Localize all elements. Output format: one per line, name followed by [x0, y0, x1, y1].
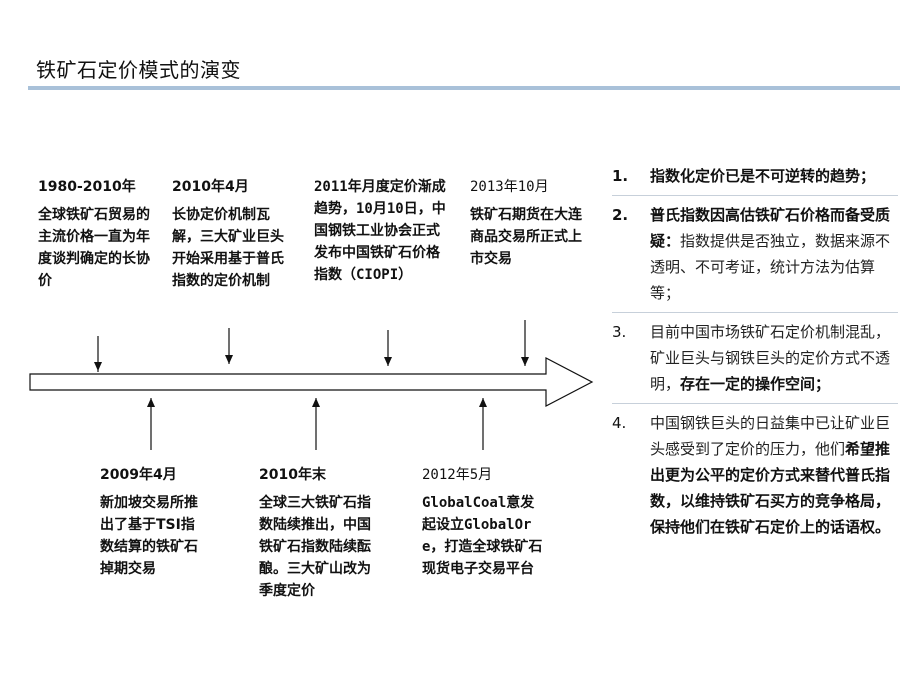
- point-text-bold: 希望推出更为公平的定价方式来替代普氏指数，以维持铁矿石买方的竞争格局，保持他们在…: [650, 440, 891, 536]
- page-title: 铁矿石定价模式的演变: [36, 58, 241, 82]
- event-desc: GlobalCoal意发起设立GlobalOre，打造全球铁矿石现货电子交易平台: [422, 495, 543, 577]
- point-number: 4.: [612, 414, 627, 432]
- event-2009-apr: 2009年4月 新加坡交易所推出了基于TSI指数结算的铁矿石掉期交易: [100, 464, 198, 580]
- key-point: 4. 中国钢铁巨头的日益集中已让矿业巨头感受到了定价的压力，他们希望推出更为公平…: [612, 403, 898, 546]
- point-text: 中国钢铁巨头的日益集中已让矿业巨头感受到了定价的压力，他们希望推出更为公平的定价…: [650, 410, 898, 540]
- title-divider: [28, 86, 900, 90]
- event-desc: 铁矿石期货在大连商品交易所正式上市交易: [470, 207, 582, 267]
- event-date: 2010年末: [259, 467, 326, 483]
- event-2010-apr: 2010年4月 长协定价机制瓦解，三大矿业巨头开始采用基于普氏指数的定价机制: [172, 176, 296, 292]
- key-points: 1. 指数化定价已是不可逆转的趋势； 2. 普氏指数因高估铁矿石价格而备受质疑：…: [612, 160, 898, 546]
- point-number: 1.: [612, 167, 629, 185]
- event-2013-oct: 2013年10月 铁矿石期货在大连商品交易所正式上市交易: [470, 176, 594, 270]
- event-date: 2013年10月: [470, 179, 549, 195]
- event-2012-may: 2012年5月 GlobalCoal意发起设立GlobalOre，打造全球铁矿石…: [422, 464, 548, 580]
- event-2010-end: 2010年末 全球三大铁矿石指数陆续推出，中国铁矿石指数陆续酝酿。三大矿山改为季…: [259, 464, 375, 602]
- event-2011: 2011年月度定价渐成趋势，10月10日，中国钢铁工业协会正式发布中国铁矿石价格…: [314, 176, 446, 286]
- key-point: 3. 目前中国市场铁矿石定价机制混乱，矿业巨头与钢铁巨头的定价方式不透明，存在一…: [612, 312, 898, 403]
- event-desc: 长协定价机制瓦解，三大矿业巨头开始采用基于普氏指数的定价机制: [172, 207, 284, 289]
- point-text-regular: 中国钢铁巨头的日益集中已让矿业巨头感受到了定价的压力，他们: [650, 414, 891, 458]
- event-desc: 全球铁矿石贸易的主流价格一直为年度谈判确定的长协价: [38, 207, 150, 289]
- event-date: 2010年4月: [172, 179, 249, 195]
- timeline-arrow: [29, 357, 594, 407]
- event-date: 2009年4月: [100, 467, 177, 483]
- event-date: 1980-2010年: [38, 179, 136, 195]
- point-text-bold: 普氏指数因高估铁矿石价格而备受质疑：: [650, 206, 891, 250]
- point-text-regular: 指数提供是否独立，数据来源不透明、不可考证，统计方法为估算等；: [650, 232, 891, 302]
- event-date: 2012年5月: [422, 467, 493, 483]
- key-point: 1. 指数化定价已是不可逆转的趋势；: [612, 160, 898, 195]
- event-desc: 全球三大铁矿石指数陆续推出，中国铁矿石指数陆续酝酿。三大矿山改为季度定价: [259, 495, 371, 599]
- point-text: 指数化定价已是不可逆转的趋势；: [650, 163, 898, 189]
- key-point: 2. 普氏指数因高估铁矿石价格而备受质疑：指数提供是否独立，数据来源不透明、不可…: [612, 195, 898, 312]
- point-number: 2.: [612, 206, 629, 224]
- point-number: 3.: [612, 323, 627, 341]
- point-text-bold: 指数化定价已是不可逆转的趋势；: [650, 167, 876, 185]
- event-1980-2010: 1980-2010年 全球铁矿石贸易的主流价格一直为年度谈判确定的长协价: [38, 176, 162, 292]
- event-desc: 新加坡交易所推出了基于TSI指数结算的铁矿石掉期交易: [100, 495, 198, 577]
- point-text-bold: 存在一定的操作空间；: [680, 375, 831, 393]
- point-text: 目前中国市场铁矿石定价机制混乱，矿业巨头与钢铁巨头的定价方式不透明，存在一定的操…: [650, 319, 898, 397]
- point-text-regular: 目前中国市场铁矿石定价机制混乱，矿业巨头与钢铁巨头的定价方式不透明，: [650, 323, 891, 393]
- point-text: 普氏指数因高估铁矿石价格而备受质疑：指数提供是否独立，数据来源不透明、不可考证，…: [650, 202, 898, 306]
- event-desc: 2011年月度定价渐成趋势，10月10日，中国钢铁工业协会正式发布中国铁矿石价格…: [314, 179, 446, 283]
